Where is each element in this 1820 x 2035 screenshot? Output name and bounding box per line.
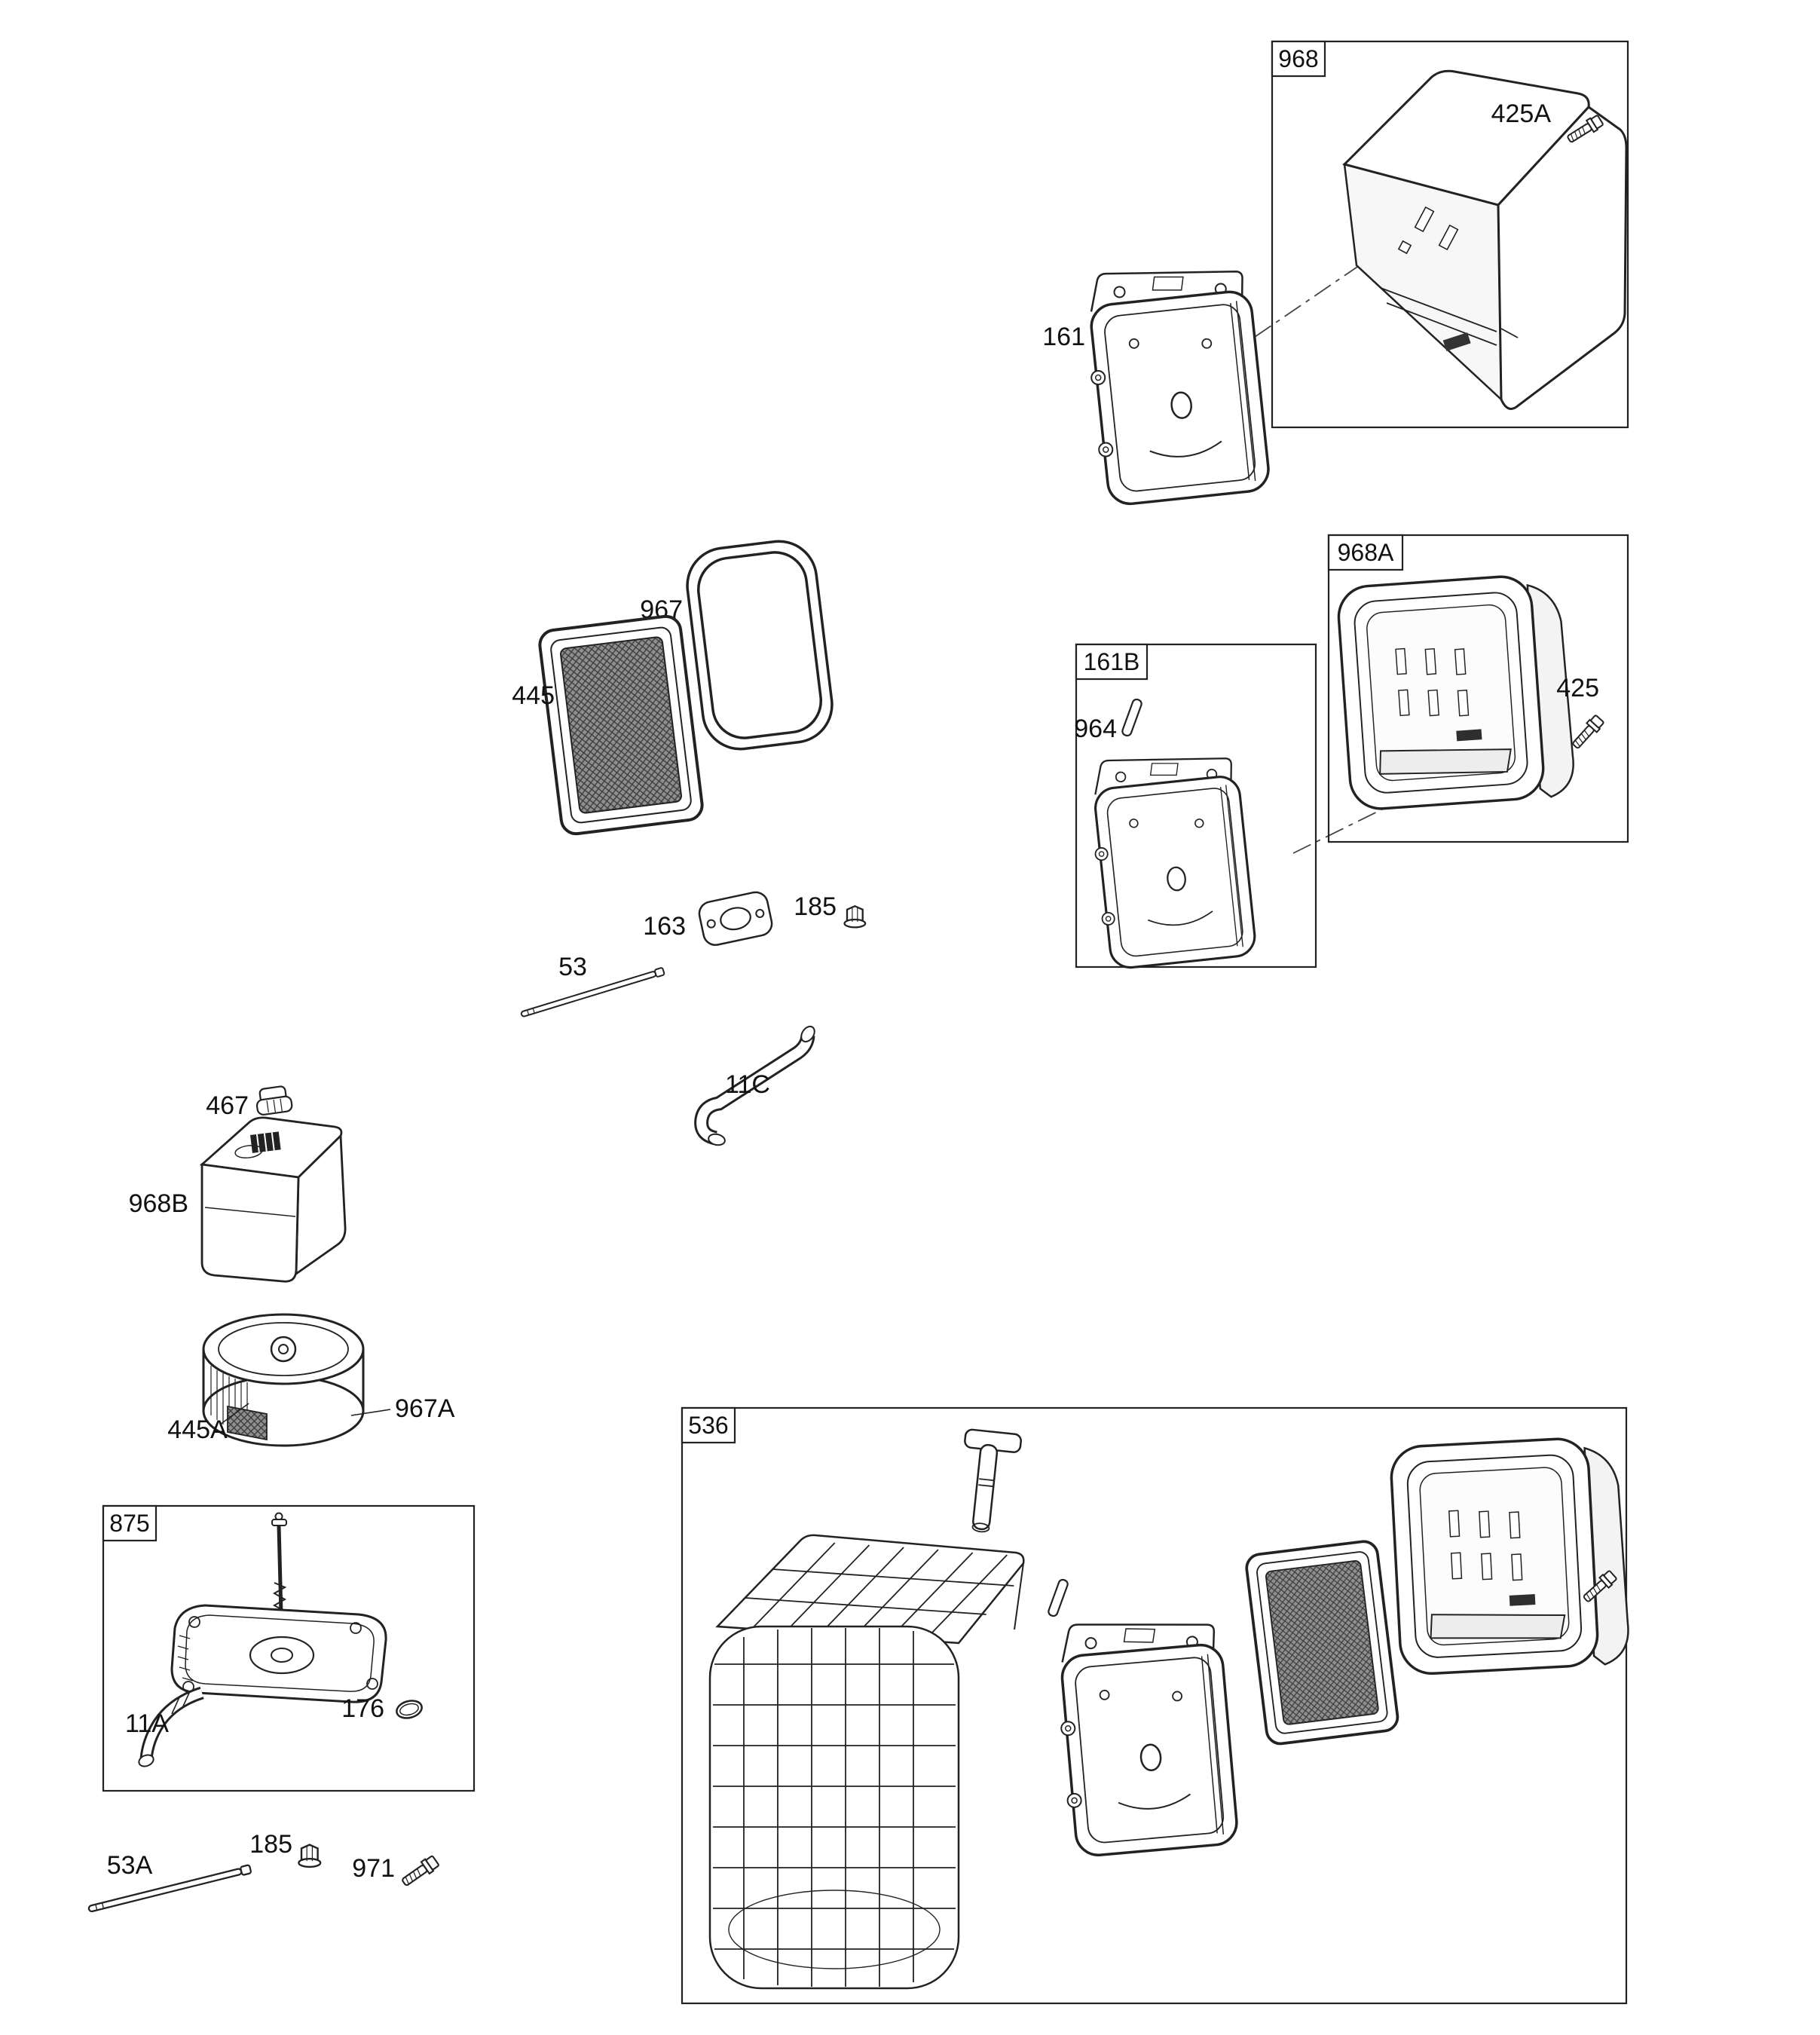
screw-425 — [1569, 713, 1606, 752]
callout-box-161B: 161B 964 — [1074, 643, 1317, 972]
callout-label-875: 875 — [109, 1510, 149, 1537]
air-cleaner-base-875 — [138, 1512, 387, 1767]
part-11C-breather-tube: 11C — [694, 1025, 815, 1146]
callout-label-968: 968 — [1278, 45, 1318, 72]
part-label-161: 161 — [1042, 323, 1085, 351]
part-163-flange-gasket: 163 — [643, 891, 773, 947]
muffler-guard-cover-968 — [1342, 69, 1628, 410]
part-label-53A: 53A — [107, 1851, 153, 1880]
part-label-425A: 425A — [1491, 99, 1552, 128]
callout-box-536: 536 — [681, 1406, 1632, 2005]
part-label-971: 971 — [352, 1854, 395, 1883]
part-label-425: 425 — [1556, 674, 1599, 702]
part-161-muffler: 161 — [1042, 257, 1272, 508]
part-label-163: 163 — [643, 912, 686, 941]
part-971-screw: 971 — [352, 1853, 441, 1890]
muffler-536 — [1051, 1611, 1240, 1859]
callout-box-968: 968 425A — [1271, 40, 1629, 429]
callout-label-536: 536 — [688, 1412, 728, 1439]
lever — [964, 1428, 1022, 1533]
part-185-nut-bottom: 185 — [249, 1830, 322, 1868]
part-label-185-bottom: 185 — [249, 1830, 292, 1859]
callout-label-161B: 161B — [1084, 648, 1140, 675]
muffler-161B — [1084, 745, 1259, 972]
part-label-964: 964 — [1074, 715, 1117, 743]
part-label-176: 176 — [341, 1694, 384, 1723]
cover-536 — [1388, 1434, 1632, 1677]
o-ring-176 — [393, 1697, 425, 1722]
part-467-cap: 467 — [206, 1085, 293, 1120]
part-label-11C: 11C — [725, 1070, 770, 1099]
part-label-11A: 11A — [125, 1709, 169, 1738]
part-445-filter: 445 — [512, 613, 705, 837]
part-label-967A: 967A — [395, 1394, 455, 1423]
part-968B-air-cleaner-cover: 968B — [129, 1116, 347, 1283]
part-label-185-top: 185 — [794, 892, 837, 921]
muffler-guard-cage — [708, 1534, 1025, 1990]
part-label-968B: 968B — [129, 1189, 188, 1218]
part-185-nut-top: 185 — [794, 892, 867, 929]
callout-label-968A: 968A — [1338, 539, 1394, 566]
part-53A-rod: 53A — [87, 1851, 252, 1914]
pin-964 — [1120, 697, 1144, 738]
part-53-rod: 53 — [519, 953, 665, 1019]
part-label-53: 53 — [558, 953, 587, 981]
part-label-467: 467 — [206, 1091, 249, 1120]
part-445A-967A-filter-cartridge: 445A 967A — [167, 1313, 455, 1447]
gasket-filter-536 — [1243, 1538, 1401, 1747]
callout-box-875: 875 11A 176 — [102, 1504, 476, 1792]
pin-536 — [1046, 1578, 1070, 1618]
part-label-445A: 445A — [167, 1415, 228, 1444]
part-label-445: 445 — [512, 681, 555, 710]
muffler-guard-cover-968A — [1335, 571, 1577, 812]
callout-box-968A: 968A 425 — [1327, 534, 1629, 843]
